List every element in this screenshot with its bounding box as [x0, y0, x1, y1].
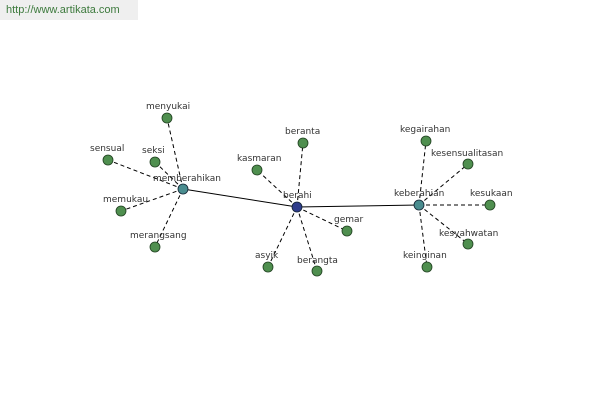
node-beranta[interactable]: [297, 137, 309, 149]
label-seksi: seksi: [142, 146, 165, 156]
label-kesensualitasan: kesensualitasan: [431, 149, 503, 159]
edges-layer: [107, 117, 490, 272]
node-merangsang[interactable]: [149, 241, 161, 253]
label-asyik: asyik: [255, 251, 279, 261]
node-kegairahan[interactable]: [420, 135, 432, 147]
edge-berahi-beranta: [296, 142, 304, 208]
node-kasmaran[interactable]: [251, 164, 263, 176]
node-asyik[interactable]: [262, 261, 274, 273]
edge-berahi-gemar: [296, 206, 348, 232]
label-kesukaan: kesukaan: [470, 189, 513, 199]
node-berangta[interactable]: [311, 265, 323, 277]
node-sensual[interactable]: [102, 154, 114, 166]
node-kesyahwatan[interactable]: [462, 238, 474, 250]
nodes-layer: [102, 112, 496, 277]
edge-keberahian-keinginan: [418, 204, 428, 268]
label-merangsang: merangsang: [130, 231, 187, 241]
label-kesyahwatan: kesyahwatan: [439, 229, 498, 239]
edge-memberahikan-menyukai: [166, 117, 184, 190]
label-menyukai: menyukai: [146, 102, 190, 112]
hub-node-berahi[interactable]: [291, 201, 303, 213]
node-gemar[interactable]: [341, 225, 353, 237]
hub-node-keberahian[interactable]: [413, 199, 425, 211]
label-memukau: memukau: [103, 195, 148, 205]
edge-berahi-kasmaran: [256, 169, 298, 208]
hub-label-keberahian: keberahian: [394, 189, 444, 199]
node-keinginan[interactable]: [421, 261, 433, 273]
edge-memberahikan-berahi: [182, 188, 298, 208]
label-beranta: beranta: [285, 127, 320, 137]
label-keinginan: keinginan: [403, 251, 447, 261]
watermark-url[interactable]: http://www.artikata.com: [6, 4, 120, 16]
hub-node-memberahikan[interactable]: [177, 183, 189, 195]
labels-layer: menyukai sensual seksi memukau merangsang ber…: [90, 102, 513, 266]
label-kegairahan: kegairahan: [400, 125, 450, 135]
node-memukau[interactable]: [115, 205, 127, 217]
label-sensual: sensual: [90, 144, 124, 154]
edge-keberahian-kesyahwatan: [418, 204, 469, 245]
edge-keberahian-kegairahan: [418, 140, 427, 206]
edge-keberahian-kesensualitasan: [418, 163, 469, 206]
hub-label-berahi: berahi: [283, 191, 312, 201]
node-kesukaan[interactable]: [484, 199, 496, 211]
edge-memberahikan-merangsang: [154, 188, 184, 248]
label-kasmaran: kasmaran: [237, 154, 281, 164]
node-seksi[interactable]: [149, 156, 161, 168]
label-berangta: berangta: [297, 256, 338, 266]
watermark-bar: http://www.artikata.com: [0, 0, 138, 20]
edge-berahi-keberahian: [296, 204, 420, 208]
node-kesensualitasan[interactable]: [462, 158, 474, 170]
label-gemar: gemar: [334, 215, 364, 225]
hub-label-memberahikan: memberahikan: [153, 174, 221, 184]
edge-memberahikan-memukau: [120, 188, 184, 212]
node-menyukai[interactable]: [161, 112, 173, 124]
